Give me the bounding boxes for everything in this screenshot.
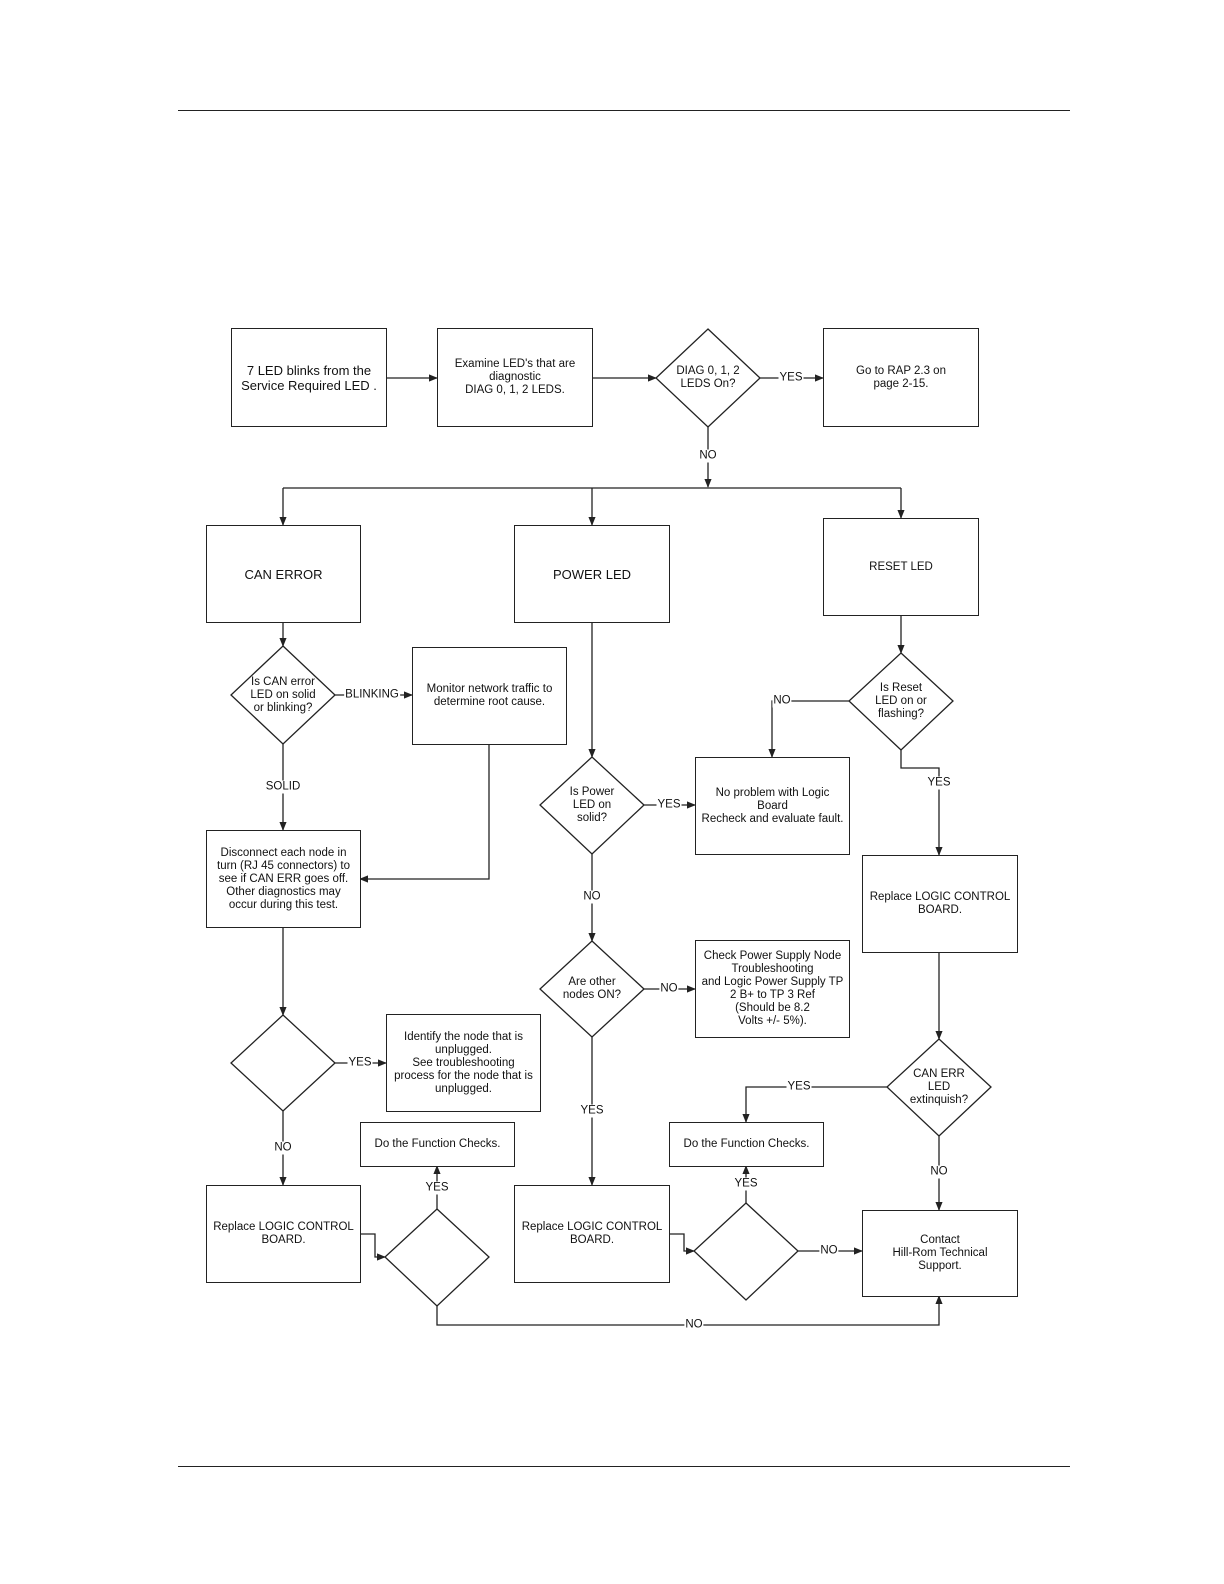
- power-question: Is Power LED on solid?: [569, 786, 615, 824]
- yes-label: YES: [347, 1056, 373, 1070]
- reset-question: Is Reset LED on or flashing?: [875, 682, 927, 720]
- no-label: NO: [772, 694, 792, 708]
- examine-leds-box: Examine LED's that are diagnostic DIAG 0…: [437, 328, 593, 427]
- identify-node-box: Identify the node that is unplugged. See…: [386, 1014, 541, 1112]
- check-power-supply-box: Check Power Supply Node Troubleshooting …: [695, 940, 850, 1038]
- yes-label: YES: [424, 1181, 450, 1195]
- disconnect-nodes-box: Disconnect each node in turn (RJ 45 conn…: [206, 830, 361, 928]
- replace-board-right-box: Replace LOGIC CONTROL BOARD.: [862, 855, 1018, 953]
- canerr2-question: [385, 1209, 489, 1306]
- no-problem-box: No problem with Logic Board Recheck and …: [695, 757, 850, 855]
- function-checks-left-box: Do the Function Checks.: [360, 1122, 515, 1167]
- diag-question: DIAG 0, 1, 2 LEDS On?: [676, 365, 740, 390]
- no-label: NO: [273, 1141, 293, 1155]
- function-checks-right-box: Do the Function Checks.: [669, 1122, 824, 1167]
- yes-label: YES: [926, 776, 952, 790]
- reset-led-box: RESET LED: [823, 518, 979, 616]
- yes-label: YES: [656, 798, 682, 812]
- canerr3-decision-shape: [693, 1202, 799, 1301]
- yes-label: YES: [733, 1177, 759, 1191]
- header-rule: [178, 110, 1070, 111]
- solid-label: SOLID: [264, 780, 302, 794]
- contact-support-box: Contact Hill-Rom Technical Support.: [862, 1210, 1018, 1297]
- canerr3-question: [694, 1203, 798, 1300]
- canerr1-question: [231, 1015, 335, 1111]
- other-nodes-question: Are other nodes ON?: [562, 976, 622, 1001]
- no-label: NO: [819, 1244, 839, 1258]
- start-box: 7 LED blinks from the Service Required L…: [231, 328, 387, 427]
- extinguish-question: CAN ERR LED extinquish?: [909, 1068, 969, 1106]
- monitor-traffic-box: Monitor network traffic to determine roo…: [412, 647, 567, 745]
- replace-board-left-box: Replace LOGIC CONTROL BOARD.: [206, 1185, 361, 1283]
- footer-rule: [178, 1466, 1070, 1467]
- blinking-label: BLINKING: [344, 688, 400, 702]
- no-label: NO: [929, 1165, 949, 1179]
- can-error-box: CAN ERROR: [206, 525, 361, 623]
- power-led-box: POWER LED: [514, 525, 670, 623]
- yes-label: YES: [778, 371, 804, 385]
- no-label: NO: [659, 982, 679, 996]
- no-label: NO: [684, 1318, 704, 1332]
- goto-rap-box: Go to RAP 2.3 on page 2-15.: [823, 328, 979, 427]
- no-label: NO: [582, 890, 602, 904]
- can-question: Is CAN error LED on solid or blinking?: [250, 675, 316, 714]
- no-label: NO: [698, 449, 718, 463]
- yes-label: YES: [786, 1080, 812, 1094]
- yes-label: YES: [579, 1104, 605, 1118]
- replace-board-mid-box: Replace LOGIC CONTROL BOARD.: [514, 1185, 670, 1283]
